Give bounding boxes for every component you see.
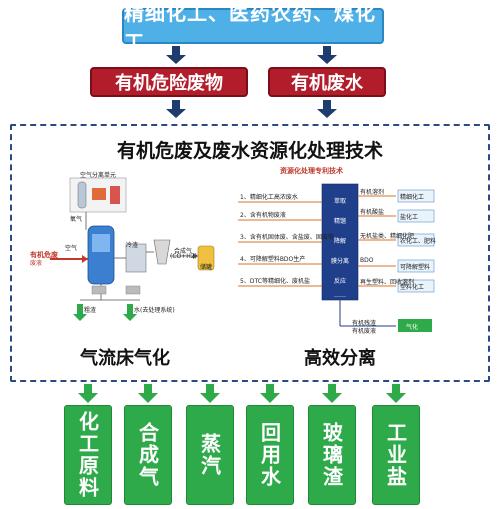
output-steam: 蒸汽 — [186, 405, 234, 505]
step-reaction: 反应 — [334, 278, 347, 285]
arrow-down-icon — [322, 384, 342, 403]
product-1: 精细化工 — [400, 194, 425, 201]
arrow-down-icon — [78, 384, 98, 403]
step-membrane: 膜分离 — [331, 258, 350, 265]
product-3: 农化工、肥料 — [400, 238, 437, 245]
step-distillation: 精馏 — [334, 218, 347, 225]
product-5: 塑料化工 — [400, 284, 425, 291]
syngas-sublabel: (CO+H2) — [170, 253, 197, 260]
discharge-water-label: 水(去处理系统) — [134, 307, 175, 314]
mid-output-1: 有机溶剂 — [360, 189, 385, 196]
wastewater-box: 有机废水 — [268, 67, 386, 97]
step-etc: …… — [334, 292, 346, 299]
arrow-down-icon — [317, 100, 337, 118]
quench-label: 冷渣 — [126, 242, 139, 249]
air-separation-label: 空气分离单元 — [80, 172, 117, 179]
separation-title: 高效分离 — [304, 348, 376, 369]
mid-output-5: 再生塑料、回收溶剂 — [360, 279, 415, 286]
discharge-slag-label: 粗渣 — [84, 307, 97, 314]
technology-frame — [10, 124, 490, 382]
output-syngas: 合成气 — [124, 405, 172, 505]
input-5: 5、DTC等精细化、废机盐 — [240, 278, 310, 285]
output-glass-slag: 玻璃渣 — [308, 405, 356, 505]
arrow-down-icon — [317, 46, 337, 64]
output-arrows — [78, 384, 406, 403]
residue-label-1: 有机残渣 — [352, 320, 377, 327]
air-label: 空气 — [65, 245, 78, 252]
waste-feed-label: 有机危废 — [30, 251, 58, 259]
mid-output-4: BDO — [360, 257, 374, 264]
arrow-down-icon — [166, 46, 186, 64]
output-recycled-water: 回用水 — [246, 405, 294, 505]
arrow-down-icon — [138, 384, 158, 403]
gasification-title: 气流床气化 — [80, 348, 170, 369]
syngas-label: 合成气 — [174, 248, 193, 255]
top-arrows — [166, 46, 337, 118]
input-3: 3、含有机固体废、含盐废、固废等 — [240, 234, 334, 241]
product-4: 可降解塑料 — [400, 264, 431, 271]
hazardous-waste-box: 有机危险废物 — [90, 67, 248, 97]
arrow-down-icon — [386, 384, 406, 403]
tank-label: 储罐 — [200, 264, 213, 271]
mid-output-2: 有机酸盐 — [360, 209, 385, 216]
product-2: 盐化工 — [400, 214, 419, 221]
arrow-down-icon — [166, 100, 186, 118]
output-chemical-feedstock: 化工原料 — [64, 405, 112, 505]
patent-tech-title: 资源化处理专利技术 — [280, 167, 343, 175]
gasification-target-label: 气化 — [406, 324, 419, 331]
separation-schematic — [238, 183, 435, 332]
step-degradation: 降解 — [334, 238, 347, 245]
residue-label-2: 有机废液 — [352, 328, 377, 335]
input-4: 4、可降解塑料BDO生产 — [240, 256, 306, 263]
arrow-down-icon — [260, 384, 280, 403]
input-1: 1、精细化工高浓废水 — [240, 194, 298, 201]
arrow-down-icon — [200, 384, 220, 403]
output-industrial-salt: 工业盐 — [372, 405, 420, 505]
gasification-schematic — [50, 177, 215, 321]
step-extraction: 萃取 — [334, 198, 347, 205]
waste-feed-sublabel: 废液 — [30, 260, 43, 267]
input-2: 2、含有机物废液 — [240, 212, 286, 219]
mid-output-3: 无机盐类、精细化肥 — [360, 233, 415, 240]
technology-title: 有机危废及废水资源化处理技术 — [116, 140, 383, 162]
oxygen-label: 氧气 — [70, 216, 83, 223]
